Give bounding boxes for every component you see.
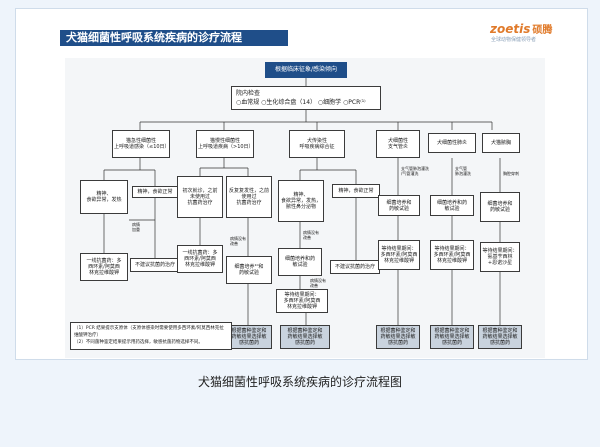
edge-label-worsen: 病情 加重 [132, 222, 140, 232]
node-bronchitis-empiric: 等待结果期间： 多西环素/阿莫西 林克拉维酸钾 [378, 240, 420, 270]
footnotes: （1）PCR 结果提示支原体（支原体感染时需要使用多西环素/阿莫西林克拉维酸钾治… [70, 322, 232, 350]
node-chronic-firstline: 一线抗菌药：多 西环素/阿莫西 林克拉维酸钾 [177, 245, 223, 273]
node-first-visit: 初次就诊，之前 未使用过 抗菌药治疗 [177, 176, 223, 218]
node-pyothorax-empiric: 等待结果期间： 氨基苄西林 +恩诺沙星 [480, 242, 520, 272]
node-bronchitis-targeted: 根据菌种鉴定和 药敏结果选择敏 感抗菌药 [376, 325, 420, 349]
edge-label-bal: 支气管 肺泡灌洗 [455, 166, 471, 176]
node-clinical-signs: 根据临床征象/感染倾向 [265, 62, 347, 78]
edge-label-no-improve-3: 病情没有 改善 [310, 278, 326, 288]
node-cirdc-abnormal: 精神、 食欲异常，发热， 脓性鼻分泌物 [278, 180, 324, 222]
edge-label-no-improve-2: 病情没有 改善 [303, 230, 319, 240]
node-dog-bronchitis: 犬细菌性 支气管炎 [376, 130, 420, 158]
node-cat-chronic-urti: 猫慢性细菌性 上呼吸道疾病（>10日） [196, 130, 254, 158]
node-cirdc-culture: 细菌培养和药 敏试验 [278, 248, 322, 276]
figure-caption: 犬猫细菌性呼吸系统疾病的诊疗流程图 [197, 375, 402, 389]
node-cirdc: 犬传染性 呼吸疾病综合征 [289, 130, 345, 158]
node-chronic-culture: 细菌培养¹⁰和 药敏试验 [226, 256, 272, 284]
logo-subtitle: 全球动物保健领导者 [491, 37, 537, 43]
node-cirdc-empiric: 等待结果期间： 多西环素/阿莫西 林克拉维酸钾 [276, 289, 328, 313]
node-in-clinic-exam: 院内检查 ○血常规 ○生化综合盘（14） ○细胞学 ○PCR⁽¹⁾ [231, 86, 381, 110]
node-cirdc-targeted: 根据菌种鉴定和 药敏结果选择敏 感抗菌药 [280, 325, 330, 349]
node-cat-acute-normal: 精神，食欲正常 [132, 186, 178, 198]
node-bronchitis-culture: 细菌培养和 药敏试验 [378, 195, 420, 216]
node-cirdc-normal: 精神，食欲正常 [332, 184, 380, 198]
node-pneumonia-culture: 细菌培养和药 敏试验 [430, 195, 474, 216]
node-cat-acute-no-abx: 不建议抗菌药治疗 [130, 258, 180, 272]
node-pyothorax-targeted: 根据菌种鉴定和 药敏结果选择敏 感抗菌药 [478, 325, 522, 349]
node-recurrent: 反复复发性，之前 使用过 抗菌药治疗 [226, 176, 272, 218]
node-pyothorax-culture: 细菌培养和 药敏试验 [480, 192, 520, 222]
node-pyothorax: 犬猫脓胸 [482, 133, 520, 153]
footnote-1: （1）PCR 结果提示支原体（支原体感染时需要使用多西环素/阿莫西林克拉维酸钾治… [74, 326, 224, 338]
logo-brand: zoetis [490, 22, 531, 36]
page-title: 犬猫细菌性呼吸系统疾病的诊疗流程 [60, 30, 288, 46]
node-pneumonia-targeted: 根据菌种鉴定和 药敏结果选择敏 感抗菌药 [430, 325, 474, 349]
node-dog-pneumonia: 犬细菌性肺炎 [428, 133, 476, 153]
footnote-2: （2）不同菌种鉴定结果提示用药选择，敏感抗菌药物选择不同。 [74, 340, 203, 345]
node-chronic-targeted: 根据菌种鉴定和 药敏结果选择敏 感抗菌药 [226, 325, 272, 349]
edge-label-no-improve-1: 病情没有 改善 [230, 236, 246, 246]
edge-label-thoracocentesis: 胸腔穿刺 [503, 171, 519, 176]
node-cat-acute-firstline: 一线抗菌药：多 西环素/阿莫西 林克拉维酸钾 [80, 253, 128, 281]
node-cat-acute-abnormal: 精神、 食欲异常，发热 [80, 180, 128, 214]
node-cirdc-no-abx: 不建议抗菌药治疗 [330, 260, 380, 274]
node-cat-acute-urti: 猫急性细菌性 上呼吸道感染（≤10日） [112, 130, 170, 158]
edge-label-lavage: 支气管肺泡灌洗 /气管灌洗 [401, 166, 429, 176]
node-pneumonia-empiric: 等待结果期间： 多西环素/阿莫西 林克拉维酸钾 [430, 240, 474, 270]
logo-cn: 硕腾 [532, 25, 553, 36]
